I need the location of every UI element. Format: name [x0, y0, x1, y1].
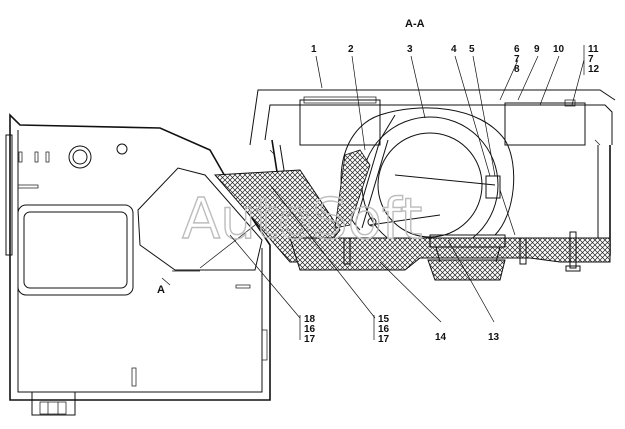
watermark-text: AutoSoft: [182, 187, 423, 252]
callouts: 1 2 3 4 5 6 7 8 9 10 11 7 12 18 16 17 15…: [299, 44, 600, 345]
callout-3: 3: [407, 44, 413, 55]
callout-16b: 16: [378, 324, 390, 335]
callout-12: 12: [588, 64, 600, 75]
section-title: A-A: [405, 18, 425, 30]
callout-7a: 7: [514, 54, 520, 65]
callout-17a: 17: [304, 334, 316, 345]
section-mark-lower: A: [157, 284, 165, 296]
callout-7b: 7: [588, 54, 594, 65]
leader-lines: [229, 55, 585, 323]
callout-18: 18: [304, 314, 316, 325]
callout-9: 9: [534, 44, 540, 55]
callout-4: 4: [451, 44, 457, 55]
callout-11: 11: [588, 44, 599, 55]
callout-14: 14: [435, 332, 447, 343]
callout-8: 8: [514, 64, 520, 75]
callout-2: 2: [348, 44, 354, 55]
callout-6: 6: [514, 44, 520, 55]
callout-15: 15: [378, 314, 390, 325]
callout-16a: 16: [304, 324, 316, 335]
callout-5: 5: [469, 44, 475, 55]
callout-13: 13: [488, 332, 500, 343]
callout-1: 1: [311, 44, 317, 55]
left-panel-view: [5, 113, 271, 416]
callout-10: 10: [553, 44, 565, 55]
callout-17b: 17: [378, 334, 390, 345]
section-view: [213, 89, 616, 281]
